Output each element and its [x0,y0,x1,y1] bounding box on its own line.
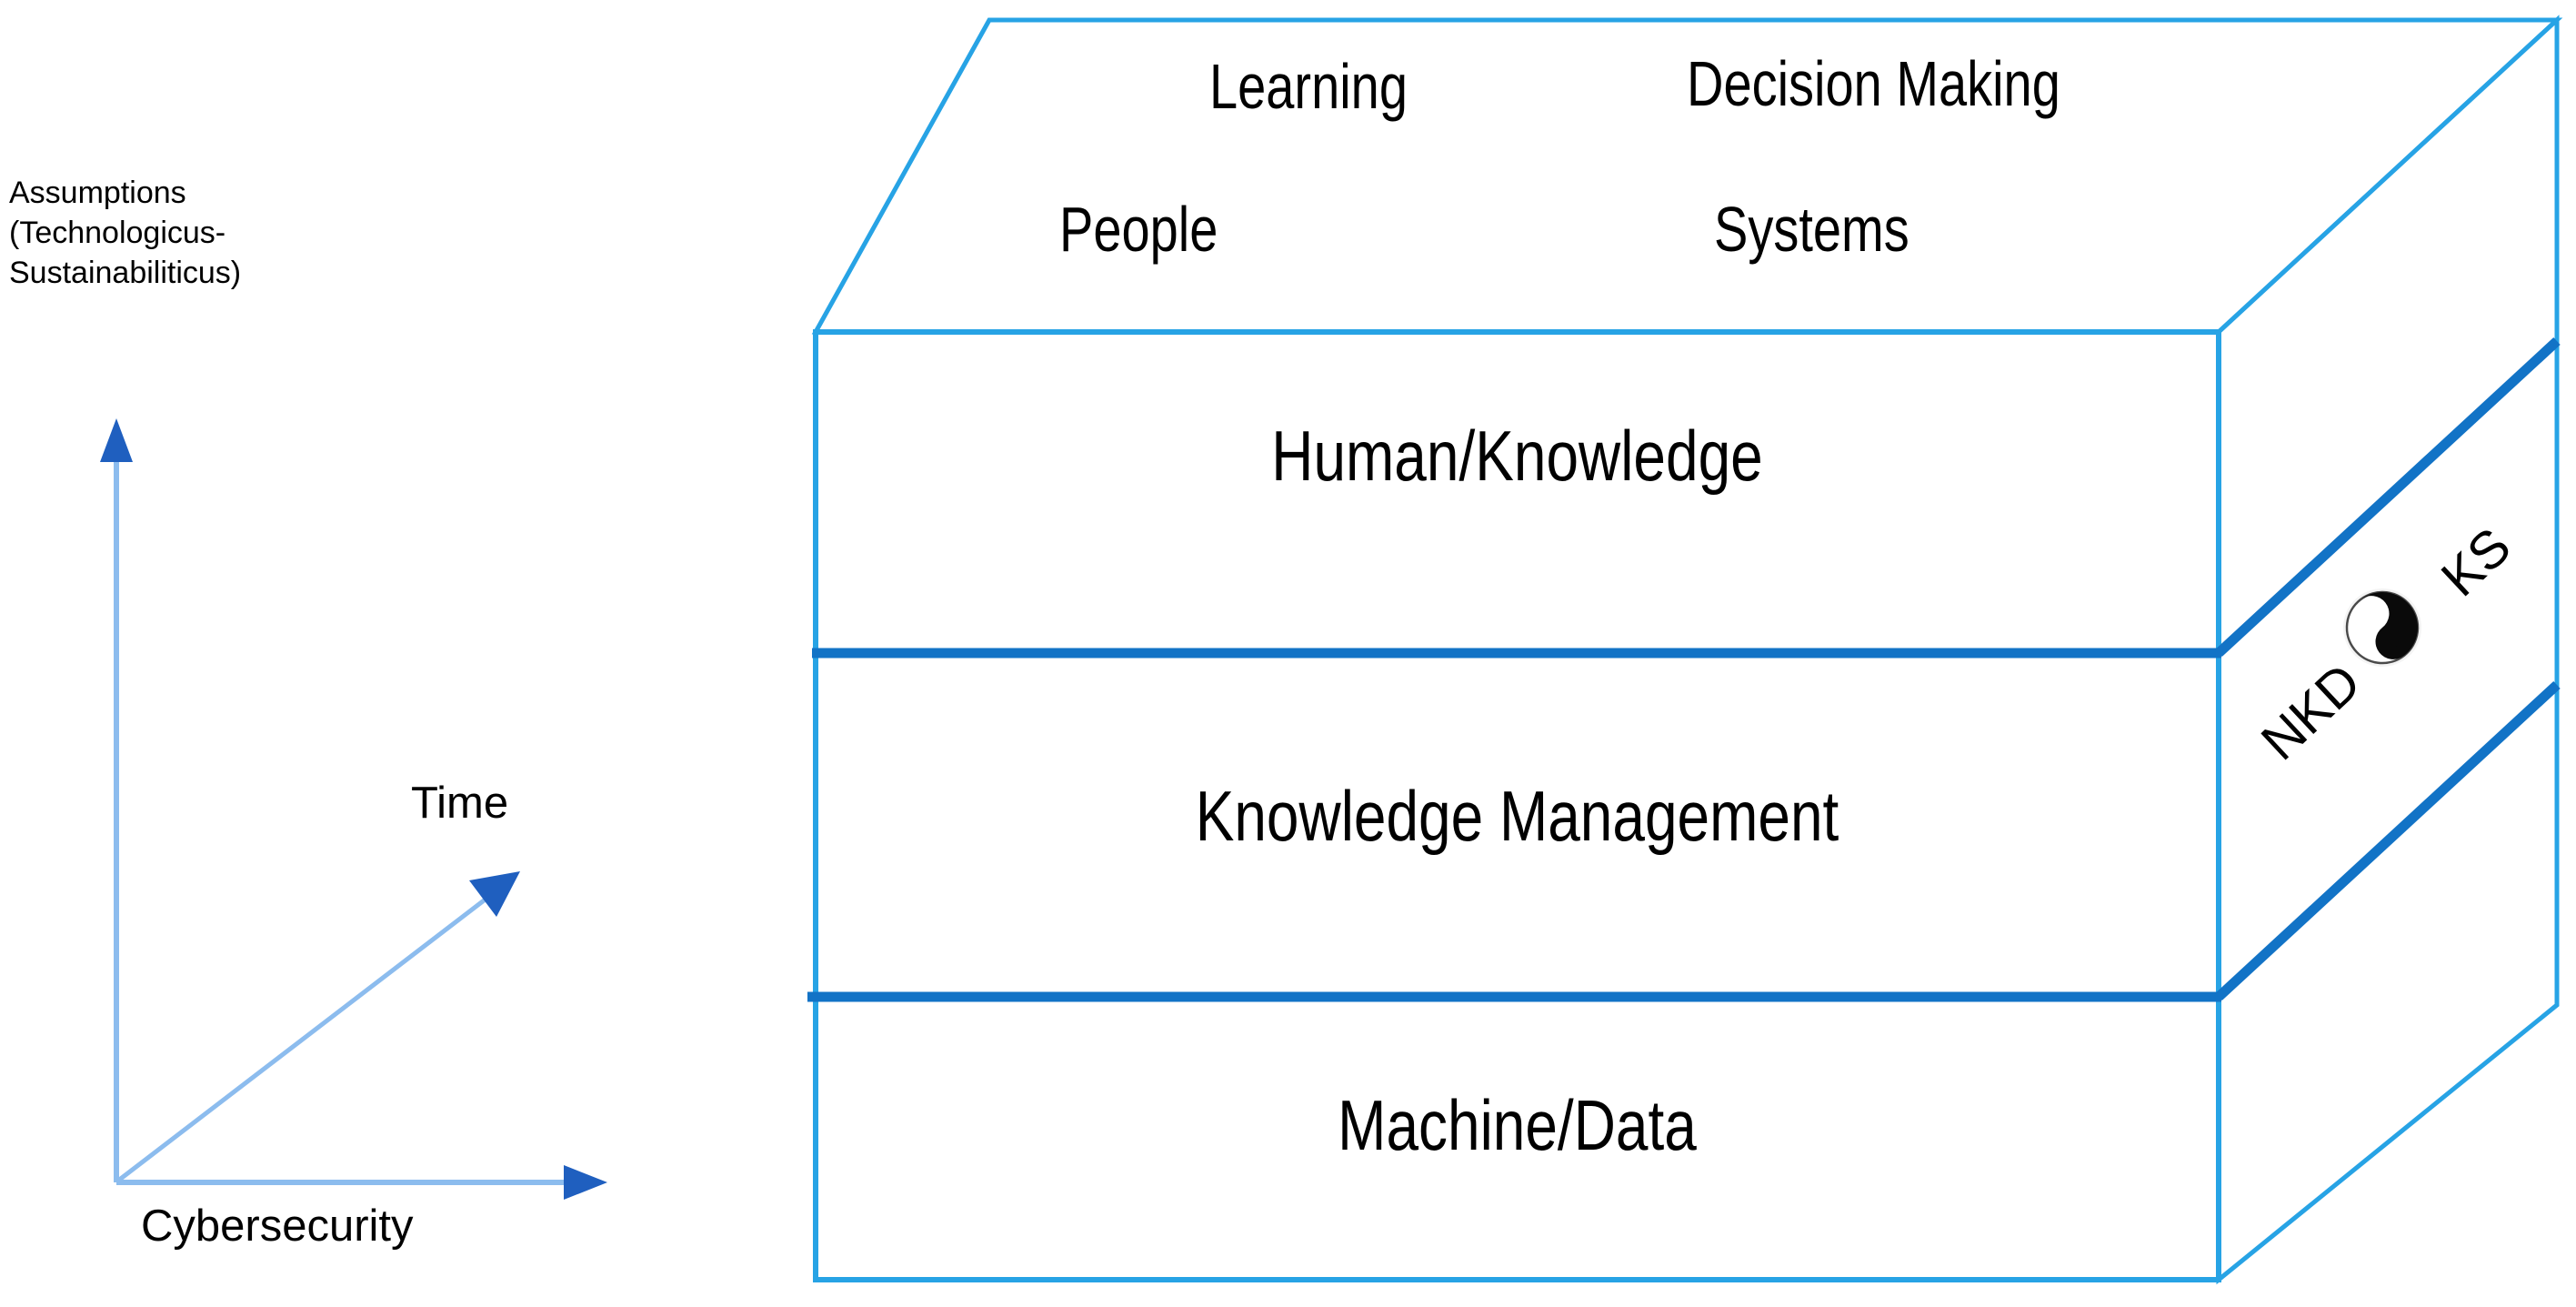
cube-geometry [807,15,2563,1285]
side-divider-upper [2215,337,2561,658]
axis-label-cybersecurity: Cybersecurity [141,1201,414,1251]
horizontal-axis-arrowhead [564,1165,607,1200]
assumptions-note: Assumptions (Technologicus- Sustainabili… [9,176,242,291]
diagonal-axis-line [116,893,493,1182]
axis-label-time: Time [411,779,509,828]
layer-label-knowledge-management: Knowledge Management [1195,776,1839,856]
cube-front-face [813,329,2221,1282]
yin-yang-icon [2343,588,2421,667]
top-face-label-systems: Systems [1714,194,1909,265]
vertical-axis-arrowhead [100,418,133,462]
side-divider-lower [2215,680,2561,1001]
top-face-label-decision-making: Decision Making [1687,48,2060,119]
top-face-label-learning: Learning [1209,51,1408,122]
layer-label-human-knowledge: Human/Knowledge [1271,416,1763,496]
diagonal-axis-arrowhead [469,871,520,917]
layer-label-machine-data: Machine/Data [1338,1085,1697,1165]
axis-system [100,418,607,1200]
top-face-label-people: People [1059,194,1218,265]
